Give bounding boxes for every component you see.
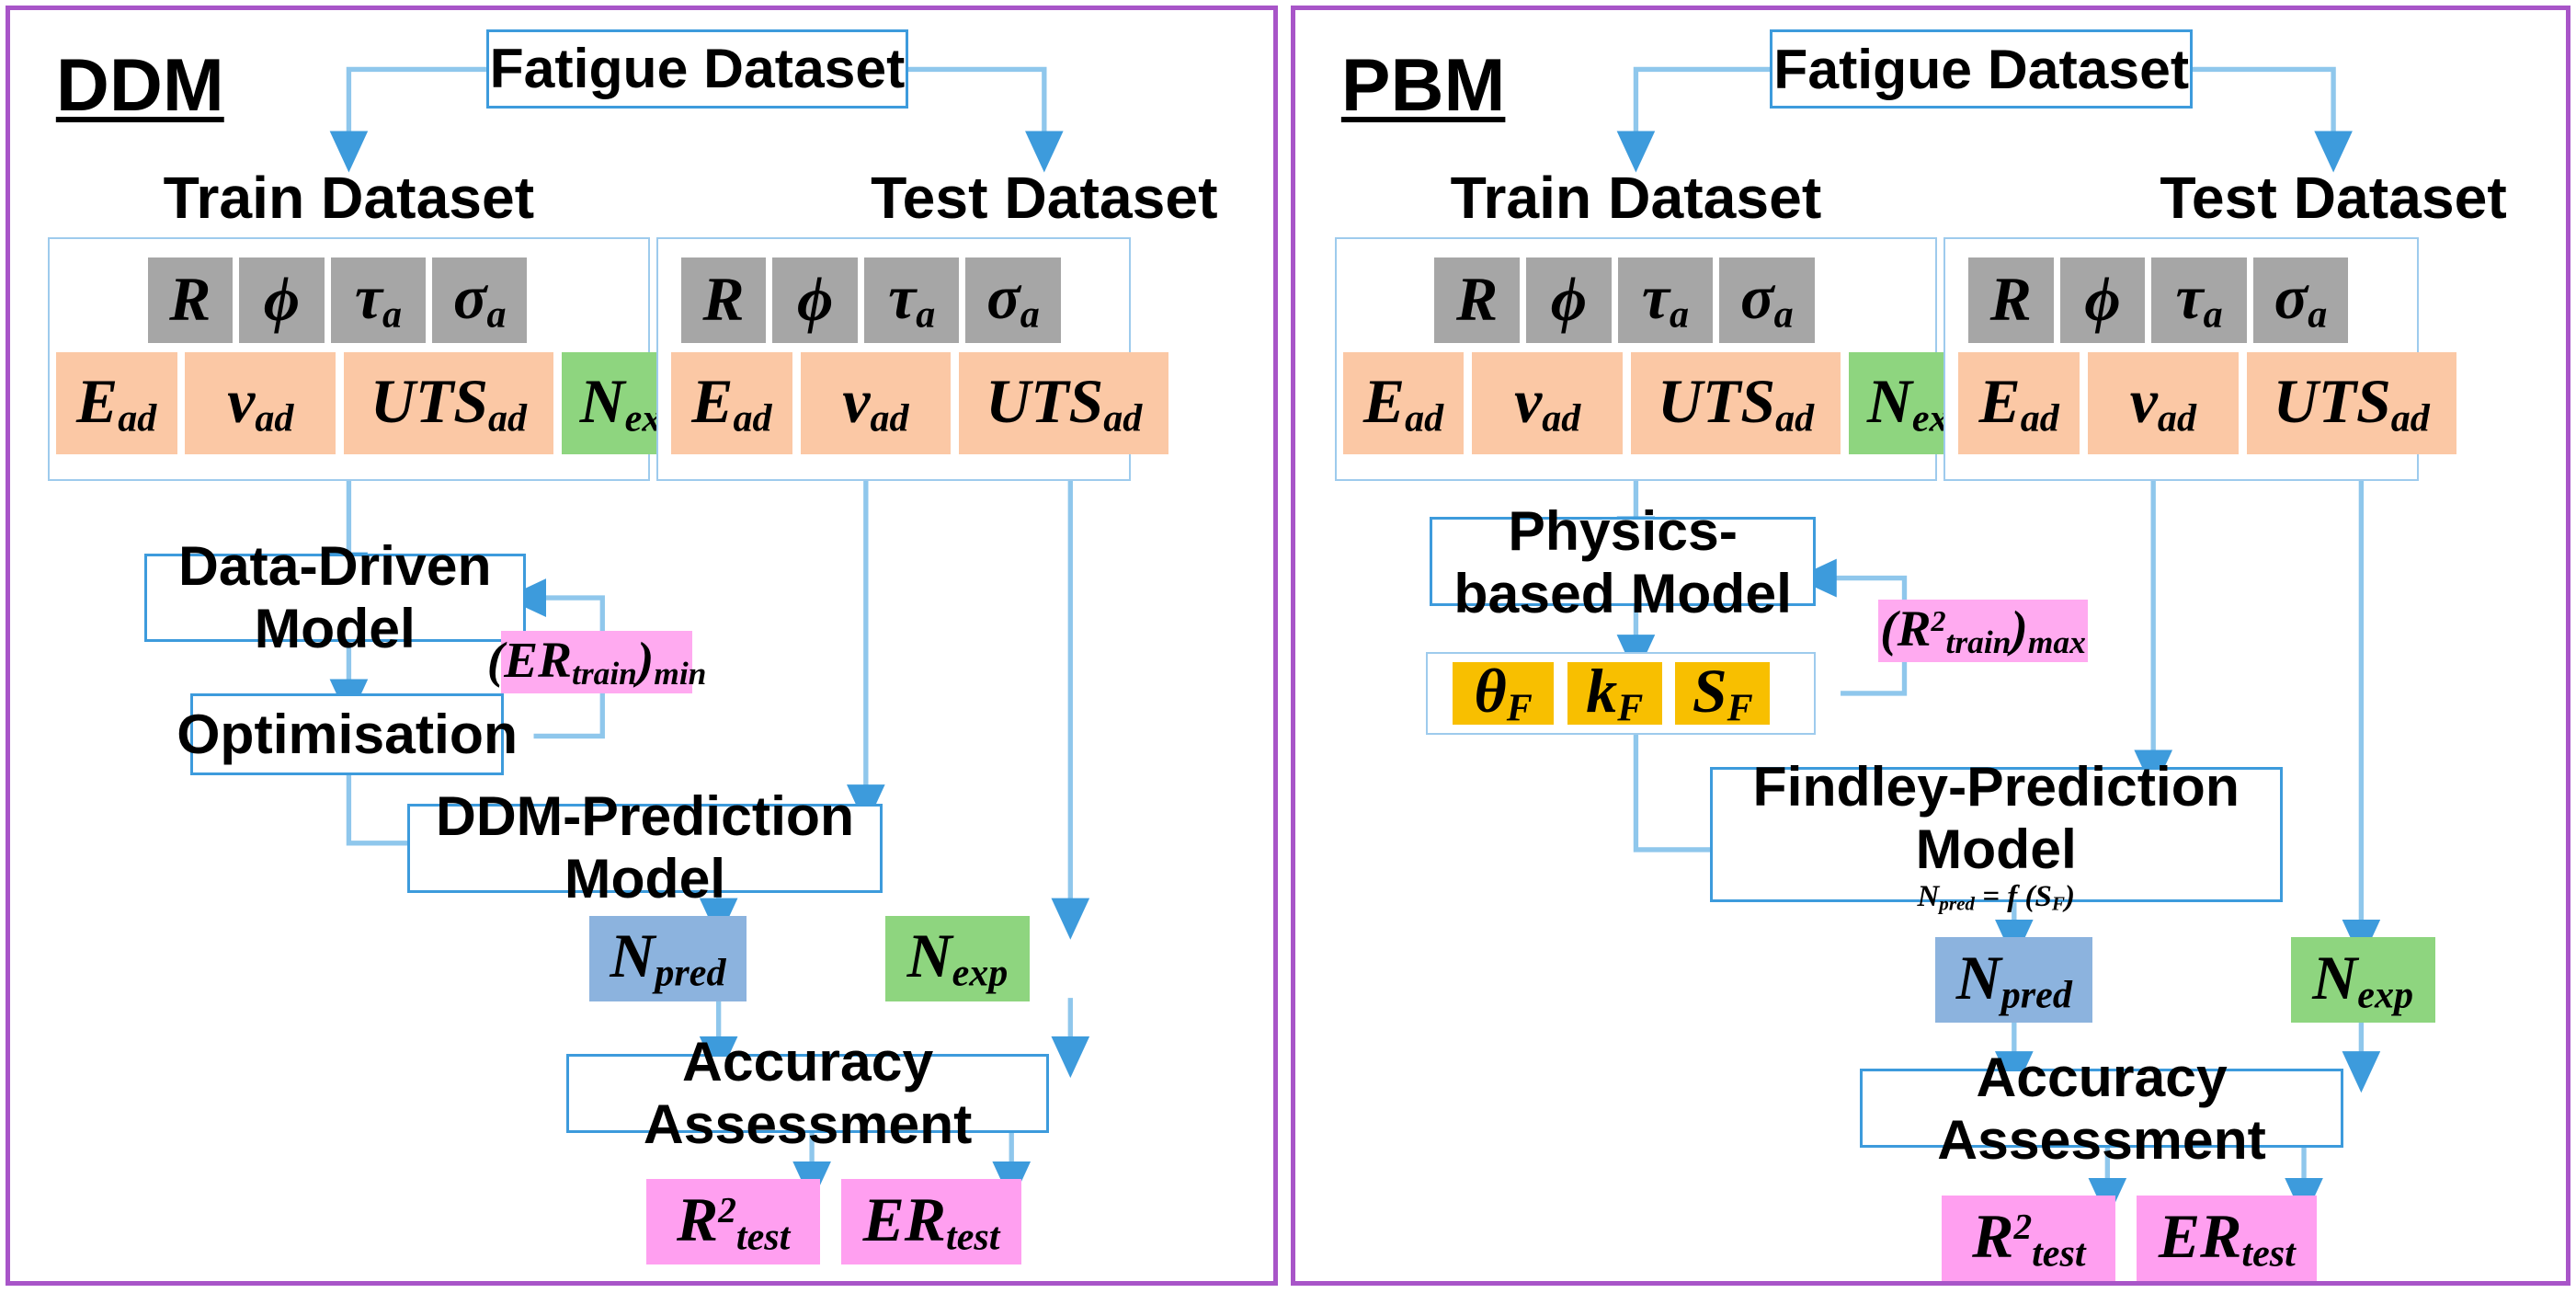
test-input-tau-b: τa [2151,257,2247,343]
findley-equation: Npred = f (SF) [1917,879,2075,915]
data-driven-model-box[interactable]: Data-Driven Model [143,534,526,659]
train-input-R-b: R [1434,257,1520,343]
er-test-box-b: ERtest [2137,1195,2318,1281]
train-input-phi-a: ϕ [239,257,325,343]
n-pred-box-b: Npred [1935,936,2093,1023]
test-feature-UTS-a: UTSad [959,352,1169,455]
test-feature-E-b: Ead [1958,352,2080,455]
panel-a-title: DDM [55,43,224,127]
parameter-thetaF: θF [1452,657,1555,730]
fatigue-dataset-box-a[interactable]: Fatigue Dataset [485,29,909,109]
train-feature-E-a: Ead [55,352,177,455]
test-input-phi-a: ϕ [772,257,858,343]
test-feature-E-a: Ead [671,352,792,455]
panel-b-title: PBM [1340,43,1506,127]
train-feature-nu-b: νad [1472,352,1624,455]
n-pred-box-a: Npred [589,915,747,1001]
physics-based-model-box[interactable]: Physics-based Model [1430,499,1817,624]
train-dataset-label-a: Train Dataset [163,165,535,232]
r2-test-box-b: R2test [1942,1195,2116,1281]
panel-pbm: PBM (b) Fatigue Dataset Train Dataset Te… [1291,6,2570,1286]
test-input-R-a: R [680,257,767,343]
train-input-R-a: R [147,257,234,343]
train-input-sigma-b: σa [1719,257,1815,343]
accuracy-assessment-box-a[interactable]: Accuracy Assessment [566,1030,1050,1155]
accuracy-assessment-box-b[interactable]: Accuracy Assessment [1860,1046,2343,1171]
test-input-phi-b: ϕ [2059,257,2146,343]
test-input-sigma-b: σa [2252,257,2349,343]
train-feature-UTS-b: UTSad [1631,352,1841,455]
train-input-phi-b: ϕ [1526,257,1612,343]
train-dataset-label-b: Train Dataset [1450,165,1822,232]
optimisation-box[interactable]: Optimisation [177,692,518,776]
ddm-prediction-model-box[interactable]: DDM-Prediction Model [407,784,883,910]
er-test-box-a: ERtest [841,1179,1021,1265]
test-input-R-b: R [1967,257,2054,343]
fatigue-dataset-box-b[interactable]: Fatigue Dataset [1770,29,2193,109]
criterion-label-a: (ERtrain)min [486,630,707,693]
test-dataset-label-a: Test Dataset [871,165,1218,232]
test-input-sigma-a: σa [965,257,1061,343]
n-exp-box-b: Nexp [2290,936,2435,1023]
train-input-tau-a: τa [330,257,427,343]
train-input-sigma-a: σa [432,257,528,343]
parameter-kF: kF [1567,657,1662,730]
n-exp-box-a: Nexp [885,915,1030,1001]
panel-ddm: DDM (a) Fatigue Dataset Train Dataset Te… [6,6,1278,1286]
findley-prediction-model-box[interactable]: Findley-Prediction Model Npred = f (SF) [1709,755,2283,914]
r2-test-box-a: R2test [646,1179,820,1265]
parameter-SF: SF [1675,657,1771,730]
criterion-label-b: (R2train)max [1878,599,2088,662]
test-feature-nu-a: νad [800,352,952,455]
findley-title: Findley-Prediction Model [1752,754,2240,880]
train-input-tau-b: τa [1617,257,1714,343]
test-dataset-label-b: Test Dataset [2160,165,2507,232]
train-feature-E-b: Ead [1342,352,1465,455]
train-feature-UTS-a: UTSad [344,352,553,455]
test-feature-nu-b: νad [2087,352,2239,455]
test-input-tau-a: τa [864,257,960,343]
test-feature-UTS-b: UTSad [2246,352,2456,455]
train-feature-nu-a: νad [185,352,336,455]
